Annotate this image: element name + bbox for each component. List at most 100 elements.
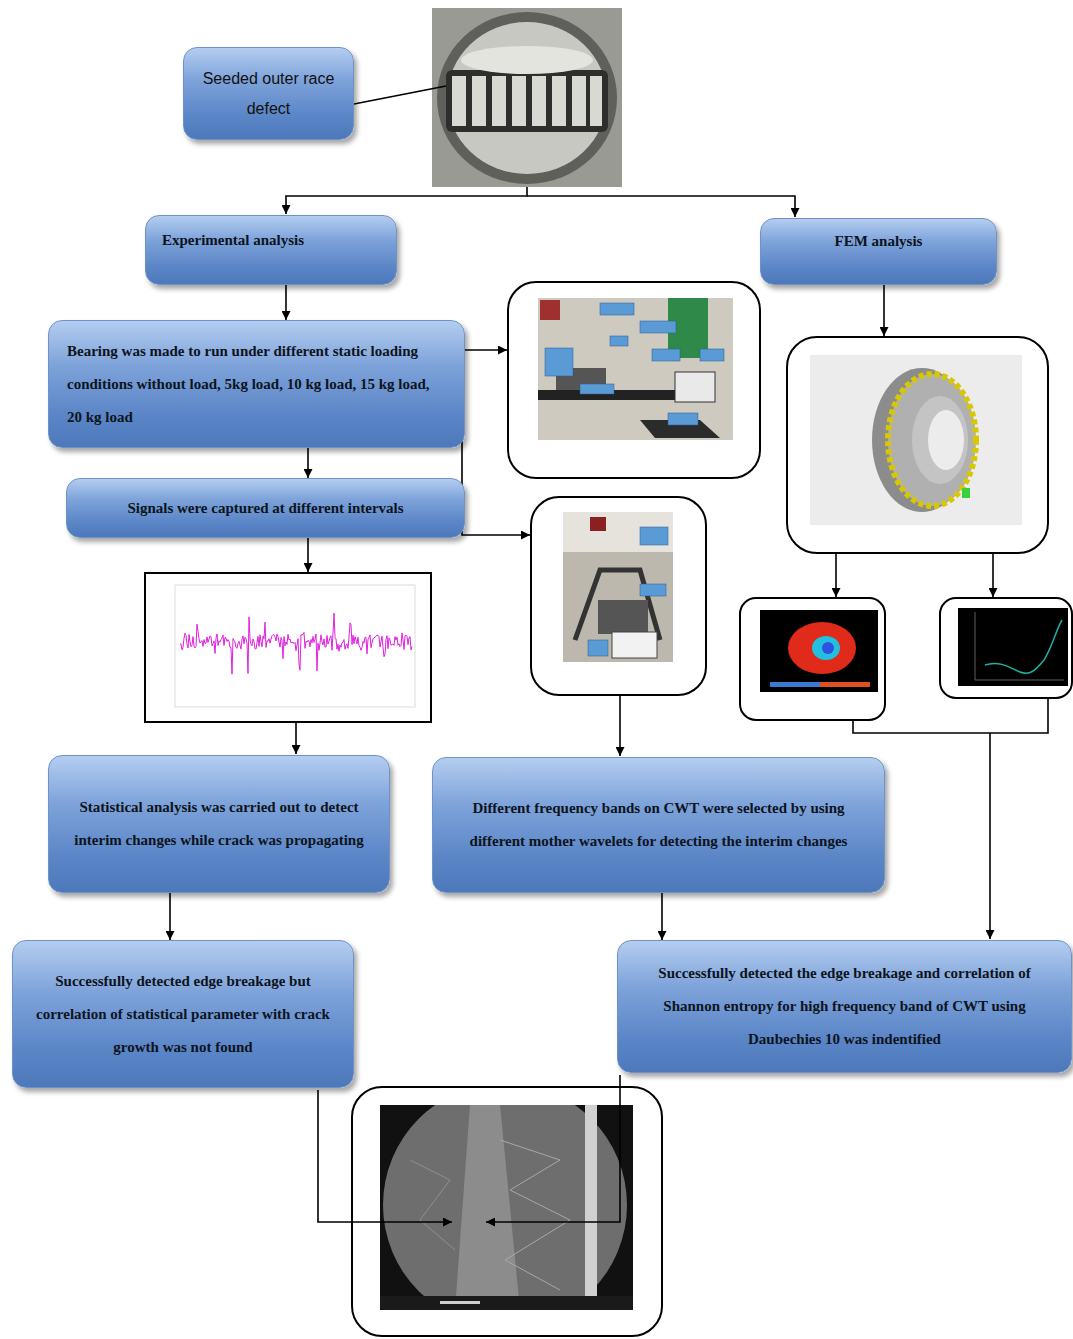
fem-rollers — [888, 374, 976, 506]
roller — [512, 76, 526, 126]
result-box: Successfully detected edge breakage but … — [12, 940, 354, 1088]
fem-inner-ring — [912, 396, 968, 484]
tag — [640, 321, 676, 333]
tag — [588, 640, 608, 656]
sem-info-bar — [380, 1296, 633, 1310]
leader-line — [354, 86, 446, 104]
image-frame — [531, 497, 706, 695]
tag — [580, 384, 614, 394]
flow-line — [835, 553, 837, 597]
bearing-outer-ring — [437, 12, 617, 184]
flow-line — [307, 538, 309, 572]
tag — [610, 336, 628, 346]
process-box: Signals were captured at different inter… — [66, 478, 465, 538]
stress-contour — [788, 622, 856, 674]
fem-model-image — [810, 355, 1022, 525]
tag — [640, 584, 666, 596]
result-box: Successfully detected the edge breakage … — [617, 940, 1072, 1073]
surface-texture — [410, 1160, 455, 1250]
flow-arrow — [661, 893, 663, 940]
tag — [700, 349, 724, 361]
flow-line — [883, 285, 885, 336]
tag — [545, 348, 573, 376]
node-text: Statistical analysis was carried out to … — [65, 791, 373, 857]
laptop-screen — [612, 632, 657, 658]
bearing-bore — [461, 46, 593, 74]
node-text: Seeded outer race defect — [198, 64, 339, 124]
tag — [600, 303, 634, 315]
node-text: FEM analysis — [773, 225, 984, 258]
color-bar — [770, 682, 870, 687]
node-text: Successfully detected edge breakage but … — [29, 965, 337, 1064]
setup-photo — [538, 298, 733, 440]
crack-zone — [455, 1105, 520, 1310]
node-text: Different frequency bands on CWT were se… — [449, 792, 868, 858]
roller — [472, 76, 486, 126]
flow-line — [462, 424, 530, 535]
roller — [492, 76, 506, 126]
photo-tags — [588, 527, 668, 656]
plot-axes — [975, 612, 1064, 680]
setup-part — [540, 300, 560, 320]
process-box: Different frequency bands on CWT were se… — [432, 757, 885, 893]
process-box: FEM analysis — [760, 218, 997, 285]
roller — [572, 76, 586, 126]
roller — [590, 76, 602, 126]
node-text: Successfully detected the edge breakage … — [632, 957, 1057, 1056]
tag — [652, 349, 680, 361]
flow-line — [465, 349, 507, 351]
bearing-rollers — [452, 76, 602, 126]
flow-line — [992, 553, 994, 597]
image-frame — [940, 598, 1072, 698]
vibration-signal — [180, 613, 412, 674]
flow-line — [295, 722, 297, 754]
surface-texture — [500, 1140, 570, 1290]
process-box: Statistical analysis was carried out to … — [48, 755, 390, 893]
fem-bore — [928, 410, 964, 470]
test-rig — [598, 600, 648, 634]
response-curve — [985, 620, 1062, 673]
process-box: Experimental analysis — [145, 215, 397, 285]
response-plot — [958, 608, 1068, 686]
stress-contour — [812, 636, 840, 660]
flow-line — [527, 196, 795, 217]
laptop-screen — [675, 372, 715, 402]
setup-part — [590, 517, 606, 531]
merge-line — [853, 698, 1048, 733]
flow-arrow — [285, 285, 287, 320]
stress-plot — [760, 610, 878, 692]
photo-tags — [545, 303, 724, 425]
color-bar — [820, 682, 870, 687]
flow-line — [486, 1075, 620, 1222]
flow-arrow — [307, 448, 309, 478]
process-box: Bearing was made to run under different … — [48, 320, 465, 448]
image-frame — [787, 337, 1048, 553]
node-text: Experimental analysis — [162, 224, 380, 257]
bearing-race — [447, 22, 607, 174]
fem-defect-mark — [962, 488, 970, 498]
image-frame — [740, 598, 885, 720]
flow-arrow — [169, 893, 171, 940]
setup-photo — [563, 512, 673, 662]
tag — [640, 527, 668, 545]
flow-line — [989, 733, 991, 939]
defect-edge — [585, 1105, 597, 1310]
plot-area — [175, 585, 415, 707]
scale-bar — [440, 1301, 480, 1304]
image-frame — [145, 573, 431, 722]
image-frame — [508, 282, 760, 478]
roller — [552, 76, 566, 126]
roller — [532, 76, 546, 126]
roller — [452, 76, 466, 126]
node-text: Bearing was made to run under different … — [67, 335, 446, 434]
photo-wall — [563, 512, 673, 552]
label-box: Seeded outer race defect — [183, 47, 354, 140]
flow-line — [619, 695, 621, 756]
bearing-cage — [446, 70, 608, 132]
bearing-photo — [432, 8, 622, 187]
tag — [668, 413, 698, 425]
test-frame — [575, 570, 660, 640]
